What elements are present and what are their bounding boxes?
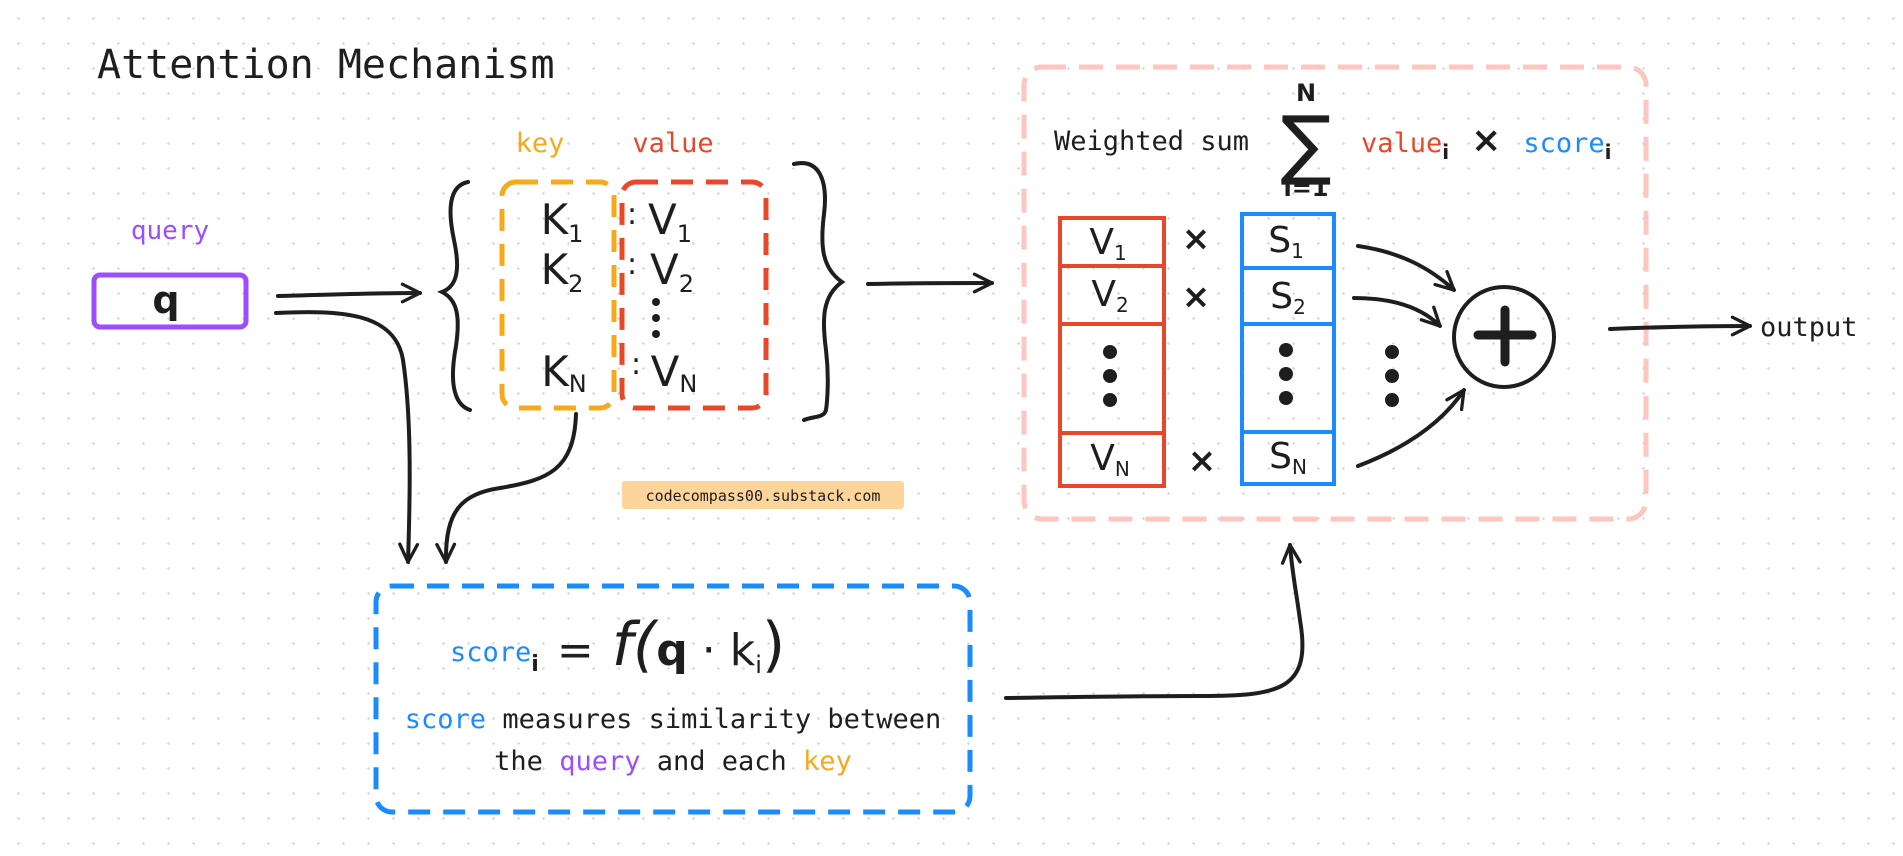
query-symbol: q <box>152 278 179 322</box>
product-1-to-sum-arrow <box>1356 244 1456 292</box>
product-2-to-sum-arrow <box>1352 296 1442 328</box>
value-1: V1 <box>648 195 692 248</box>
score-box <box>373 583 973 815</box>
column-score-n: SN <box>1269 436 1307 479</box>
query-to-keyvalue-arrow <box>276 282 422 304</box>
value-column-dot-2 <box>1103 369 1117 383</box>
colon-n: : <box>631 347 641 382</box>
value-column-dot-1 <box>1103 345 1117 359</box>
column-value-1: V1 <box>1089 222 1126 265</box>
query-to-score-arrow <box>274 310 420 564</box>
key-box <box>499 179 617 411</box>
score-to-weighted-arrow <box>1004 543 1305 700</box>
query-label: query <box>131 216 209 246</box>
score-description-line-1: score measures similarity between <box>405 704 941 735</box>
score-description-line-2: the query and each key <box>494 746 852 777</box>
value-column <box>1058 216 1166 488</box>
query-box <box>91 272 249 330</box>
key-2: K2 <box>541 245 584 298</box>
score-column-dot-1 <box>1279 343 1293 357</box>
sum-dots-3 <box>1385 393 1399 407</box>
column-value-n: VN <box>1090 438 1130 481</box>
sigma-symbol: ∑ <box>1280 99 1331 188</box>
times-sign-2: × <box>1182 277 1211 317</box>
sum-dots-1 <box>1385 345 1399 359</box>
value-2: V2 <box>650 245 694 298</box>
vdots-1 <box>652 298 660 306</box>
weighted-sum-terms: valuei×scorei <box>1361 120 1611 164</box>
column-score-2: S2 <box>1270 276 1306 319</box>
key-1: K1 <box>541 195 584 248</box>
score-column-dot-3 <box>1279 391 1293 405</box>
sum-node <box>1452 285 1556 389</box>
value-label: value <box>632 128 713 159</box>
times-sign-n: × <box>1188 441 1217 481</box>
key-n: KN <box>541 347 587 398</box>
watermark-text: codecompass00.substack.com <box>646 487 881 505</box>
score-column-dot-2 <box>1279 367 1293 381</box>
vdots-2 <box>652 314 660 322</box>
diagram-title: Attention Mechanism <box>97 42 555 88</box>
colon-2: : <box>627 247 637 282</box>
keyvalue-to-weighted-arrow <box>866 272 994 294</box>
sigma-lower: i=1 <box>1283 174 1328 202</box>
right-brace <box>792 161 846 422</box>
sum-to-output-arrow <box>1608 315 1752 337</box>
vdots-3 <box>652 330 660 338</box>
watermark-badge <box>622 481 904 509</box>
score-column <box>1240 212 1336 486</box>
colon-1: : <box>627 197 637 232</box>
weighted-sum-label: Weighted sum <box>1054 126 1249 157</box>
key-label: key <box>516 128 565 159</box>
column-score-1: S1 <box>1268 220 1304 263</box>
column-value-2: V2 <box>1091 274 1128 317</box>
sigma-upper: N <box>1296 79 1316 107</box>
score-formula: scorei=f(q·ki) <box>450 610 785 680</box>
keys-to-score-arrow <box>435 412 578 564</box>
plus-icon <box>1473 305 1537 367</box>
value-n: VN <box>651 347 698 398</box>
output-label: output <box>1760 312 1858 343</box>
times-sign-1: × <box>1182 219 1211 259</box>
left-brace <box>437 180 472 412</box>
weighted-sum-region <box>1021 64 1649 522</box>
value-column-dot-3 <box>1103 393 1117 407</box>
sum-dots-2 <box>1385 369 1399 383</box>
product-n-to-sum-arrow <box>1356 388 1466 468</box>
